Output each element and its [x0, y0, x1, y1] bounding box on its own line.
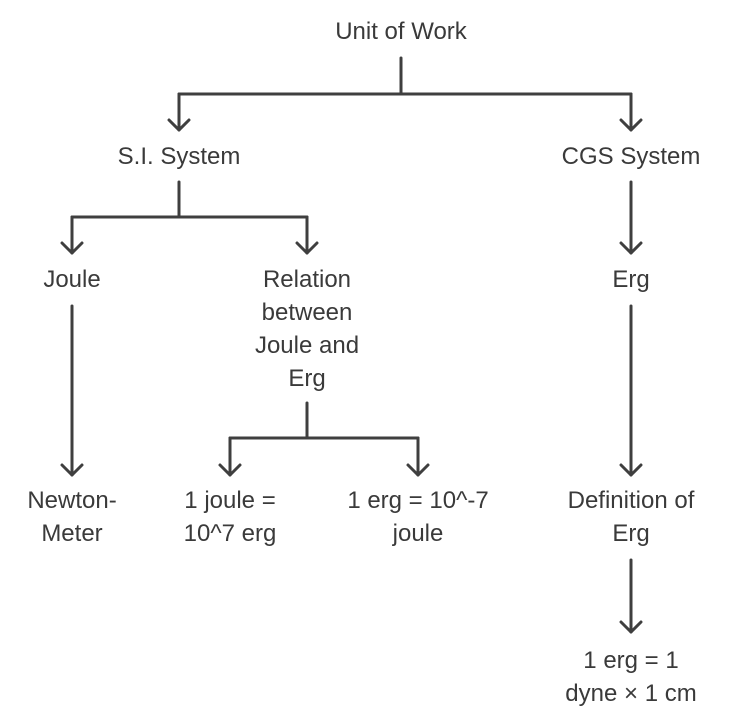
arrowhead-definition-of-erg: [619, 463, 643, 477]
node-unit-of-work: Unit of Work: [335, 18, 467, 45]
arrowhead-relation: [295, 241, 319, 255]
node-si-system: S.I. System: [117, 143, 241, 170]
arrowhead-cgs-system: [619, 118, 643, 132]
node-joule: Joule: [43, 266, 101, 293]
arrowhead-joule-to-erg: [218, 463, 242, 477]
node-erg-to-joule: 1 erg = 10^-7 joule: [347, 487, 489, 547]
arrowhead-erg-formula: [619, 620, 643, 634]
node-joule-to-erg: 1 joule = 10^7 erg: [183, 487, 277, 547]
arrowhead-si-system: [167, 118, 191, 132]
arrowhead-erg-to-joule: [406, 463, 430, 477]
arrowhead-newton-meter: [60, 463, 84, 477]
node-definition-of-erg: Definition of Erg: [567, 487, 695, 547]
node-erg: Erg: [612, 266, 650, 293]
arrowhead-joule: [60, 241, 84, 255]
node-newton-meter: Newton- Meter: [27, 487, 117, 547]
node-erg-formula: 1 erg = 1 dyne × 1 cm: [565, 647, 697, 707]
node-relation-between-joule-and-erg: Relation between Joule and Erg: [254, 266, 360, 392]
node-cgs-system: CGS System: [561, 143, 701, 170]
arrowhead-erg: [619, 241, 643, 255]
